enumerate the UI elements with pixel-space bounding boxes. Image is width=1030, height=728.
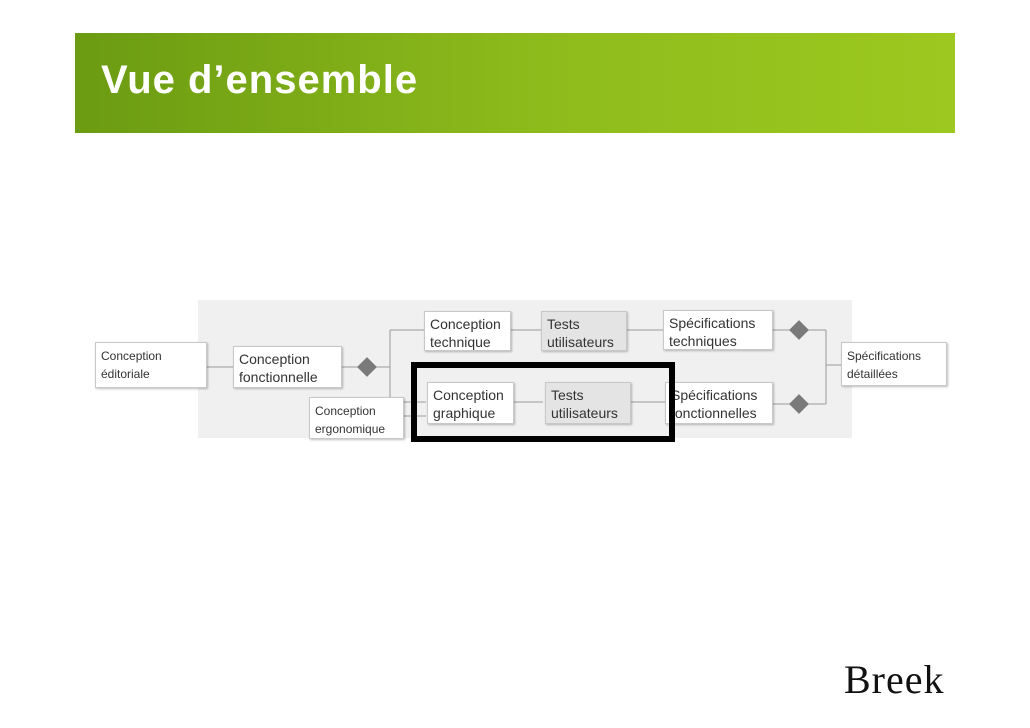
- box-conception-editoriale: Conception éditoriale: [95, 342, 207, 388]
- title-banner: Vue d’ensemble: [75, 33, 955, 133]
- box-tests-utilisateurs-top: Tests utilisateurs: [541, 311, 627, 351]
- box-conception-technique: Conception technique: [424, 311, 511, 351]
- breek-logo: Breek: [844, 657, 945, 702]
- box-tests-utilisateurs-bottom: Tests utilisateurs: [545, 382, 631, 424]
- highlight-frame: [411, 362, 675, 442]
- box-conception-ergonomique: Conception ergonomique: [309, 397, 404, 439]
- box-conception-fonctionnelle: Conception fonctionnelle: [233, 346, 342, 388]
- box-specifications-fonctionnelles: Spécifications fonctionnelles: [665, 382, 773, 424]
- page-title: Vue d’ensemble: [101, 58, 419, 102]
- box-specifications-detaillees: Spécifications détaillées: [841, 342, 947, 386]
- box-conception-graphique: Conception graphique: [427, 382, 514, 424]
- box-specifications-techniques: Spécifications techniques: [663, 310, 773, 350]
